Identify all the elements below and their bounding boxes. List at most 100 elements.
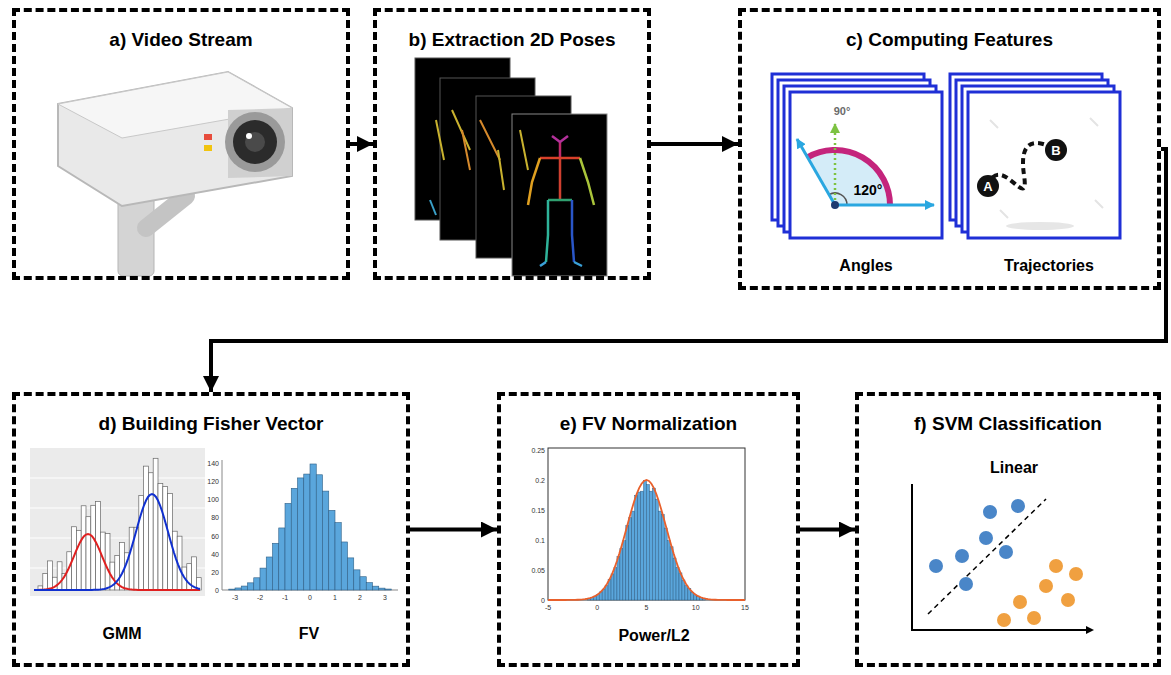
hist-bar xyxy=(148,473,153,590)
hist-bar xyxy=(614,568,617,600)
box-title: f) SVM Classification xyxy=(914,413,1102,435)
axis xyxy=(222,460,398,590)
hist-bar xyxy=(43,574,48,590)
fv-histogram xyxy=(222,460,398,590)
gmm-chart xyxy=(30,448,205,596)
hist-bar xyxy=(81,506,86,590)
tick-label: 0.05 xyxy=(531,567,545,574)
tick-label: 80 xyxy=(211,514,219,521)
tick-label: 1 xyxy=(333,594,337,601)
tick-label: 0.2 xyxy=(535,477,545,484)
flow-arrow xyxy=(800,528,855,532)
hist-bar xyxy=(316,475,322,590)
hist-bar xyxy=(673,558,676,600)
hist-bar xyxy=(304,474,310,590)
hist-bar xyxy=(623,541,626,600)
hist-bar xyxy=(291,488,297,590)
tick-label: 40 xyxy=(211,550,219,557)
hist-bar xyxy=(329,510,335,590)
hist-bar xyxy=(241,586,247,590)
hist-bar xyxy=(266,557,272,590)
hist-bar xyxy=(664,528,667,600)
hist-bar xyxy=(298,478,304,590)
tick-label: -3 xyxy=(232,594,238,601)
grid-line xyxy=(30,478,205,479)
angle-frames xyxy=(772,74,942,238)
hist-bar xyxy=(629,518,632,600)
hist-bar xyxy=(685,586,688,600)
tick-label: 0 xyxy=(595,604,599,611)
hist-bar xyxy=(341,542,347,590)
hist-bar xyxy=(158,483,163,590)
hist-bar xyxy=(335,523,341,590)
tick-label: 0 xyxy=(541,597,545,604)
hist-bar xyxy=(360,577,366,590)
tick-label: 0 xyxy=(215,587,219,594)
camera-icon xyxy=(58,72,292,276)
process-box: b) Extraction 2D Poses xyxy=(373,8,651,280)
svm-scatter xyxy=(912,484,1094,634)
box-caption: Angles xyxy=(839,257,892,275)
hist-bar xyxy=(638,492,641,600)
hist-bar xyxy=(676,568,679,600)
hist-bar xyxy=(163,486,168,590)
angle-label: 120° xyxy=(854,182,883,198)
process-box: f) SVM ClassificationLinear xyxy=(855,392,1161,667)
hist-bar xyxy=(647,485,650,600)
hist-bar xyxy=(655,499,658,600)
box-title: c) Computing Features xyxy=(846,29,1053,51)
point-label: B xyxy=(1051,143,1060,158)
tick-label: 15 xyxy=(741,604,749,611)
hist-bar xyxy=(310,464,316,590)
tick-label: 0.25 xyxy=(531,447,545,454)
tick-label: 100 xyxy=(207,496,219,503)
box-title: d) Building Fisher Vector xyxy=(99,413,324,435)
hist-bar xyxy=(632,511,635,600)
tick-label: 60 xyxy=(211,532,219,539)
hist-bar xyxy=(649,491,652,600)
hist-bar xyxy=(273,543,279,590)
hist-bar xyxy=(229,589,235,591)
hist-bar xyxy=(129,527,134,590)
tick-label: -2 xyxy=(257,594,263,601)
plot-frame xyxy=(548,448,745,600)
tick-label: 20 xyxy=(211,568,219,575)
hist-bar xyxy=(120,542,125,590)
box-title: e) FV Normalization xyxy=(560,413,737,435)
hist-bar xyxy=(248,583,254,590)
hist-bar xyxy=(644,480,647,600)
hist-bar xyxy=(86,517,91,590)
box-caption: FV xyxy=(299,625,319,643)
tick-label: 3 xyxy=(383,594,387,601)
hist-bar xyxy=(285,503,291,590)
hist-bar xyxy=(641,491,644,600)
angle-label: 90° xyxy=(834,105,851,117)
hist-bar xyxy=(661,515,664,600)
flow-arrow xyxy=(410,528,497,532)
process-box: d) Building Fisher VectorGMMFV xyxy=(12,392,410,667)
hist-bar xyxy=(260,568,266,590)
gaussian-curve xyxy=(34,494,200,590)
hist-bar xyxy=(153,458,158,590)
hist-bar xyxy=(373,586,379,590)
box-title: b) Extraction 2D Poses xyxy=(409,29,616,51)
process-box: c) Computing FeaturesAnglesTrajectories xyxy=(738,8,1161,290)
tick-label: 140 xyxy=(207,460,219,467)
hist-bar xyxy=(658,511,661,600)
hist-bar xyxy=(76,530,81,590)
hist-bar xyxy=(323,491,329,590)
process-box: a) Video Stream xyxy=(12,8,350,280)
box-title: a) Video Stream xyxy=(109,29,252,51)
tick-label: 5 xyxy=(645,604,649,611)
hist-bar xyxy=(354,570,360,590)
hist-bar xyxy=(611,574,614,600)
hist-bar xyxy=(91,505,96,590)
flow-arrow xyxy=(211,149,1166,392)
grid-line xyxy=(30,508,205,509)
hist-bar xyxy=(635,495,638,600)
hist-bar xyxy=(379,588,385,590)
box-caption: Linear xyxy=(990,459,1038,477)
box-caption: Power/L2 xyxy=(618,627,689,645)
